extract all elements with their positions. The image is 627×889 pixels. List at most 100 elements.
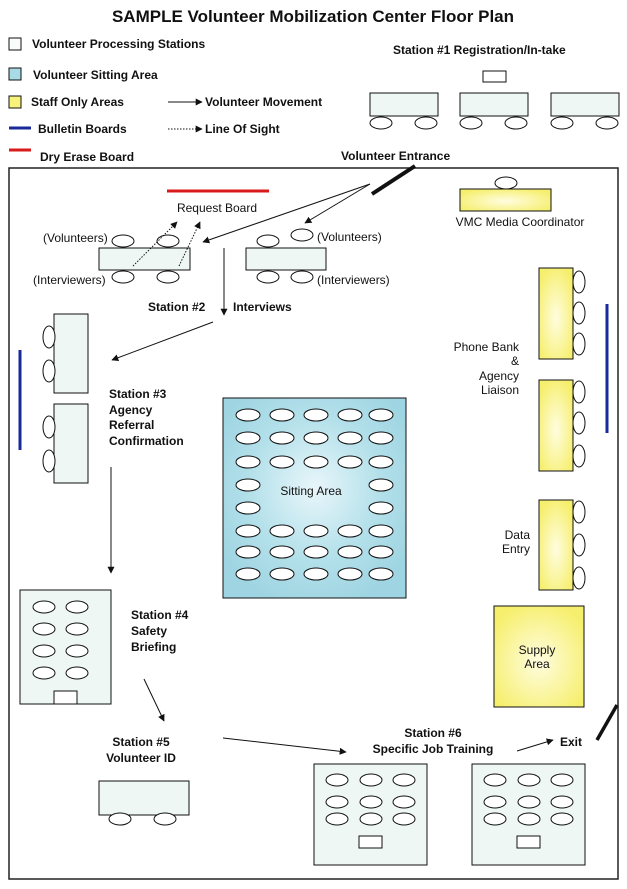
phone-bank-label-4: Liaison xyxy=(481,383,519,397)
chair xyxy=(572,301,586,325)
chair xyxy=(368,478,394,492)
chair xyxy=(303,431,329,445)
legend-staff-swatch xyxy=(8,95,22,109)
station-3-label-3: Referral xyxy=(109,418,154,432)
chair xyxy=(337,431,363,445)
station-4-label-3: Briefing xyxy=(131,640,176,654)
chair xyxy=(572,566,586,590)
chair xyxy=(269,431,295,445)
chair xyxy=(42,359,56,383)
room-outline xyxy=(8,167,619,880)
chair xyxy=(483,795,507,809)
chair xyxy=(572,270,586,294)
supply-area-box xyxy=(493,605,585,708)
chair xyxy=(325,812,349,826)
chair xyxy=(269,567,295,581)
chair xyxy=(392,795,416,809)
chair xyxy=(550,773,574,787)
legend-movement-label: Volunteer Movement xyxy=(205,95,322,109)
station-3-desk-2 xyxy=(53,403,89,484)
chair xyxy=(337,567,363,581)
chair xyxy=(359,812,383,826)
chair xyxy=(368,524,394,538)
station-4-desk xyxy=(53,690,78,705)
chair xyxy=(65,644,89,658)
chair xyxy=(368,545,394,559)
station-3: Station #3 Agency Referral Confirmation xyxy=(18,313,184,484)
station-3-label-4: Confirmation xyxy=(109,434,184,448)
chair xyxy=(303,455,329,469)
chair xyxy=(392,773,416,787)
interview-table-left xyxy=(98,247,191,271)
chair xyxy=(111,270,135,284)
chair xyxy=(325,773,349,787)
chair xyxy=(337,524,363,538)
chair xyxy=(459,116,483,130)
station-5-table xyxy=(98,780,190,816)
station-6-desk-1 xyxy=(358,835,383,849)
interviewers-label-right: (Interviewers) xyxy=(317,273,390,287)
sitting-area-box xyxy=(222,397,407,599)
station-4-label-1: Station #4 xyxy=(131,608,189,622)
chair xyxy=(42,449,56,473)
station-1-label: Station #1 Registration/In-take xyxy=(393,43,566,57)
volunteers-label-left: (Volunteers) xyxy=(43,231,108,245)
chair xyxy=(65,666,89,680)
station-4-label-2: Safety xyxy=(131,624,167,638)
chair xyxy=(550,795,574,809)
legend: Volunteer Processing Stations Volunteer … xyxy=(8,37,322,164)
phone-bank-desk-1 xyxy=(538,267,574,360)
chair xyxy=(368,431,394,445)
station-6: Station #6 Specific Job Training xyxy=(313,726,586,866)
chair xyxy=(156,234,180,248)
chair xyxy=(235,524,261,538)
chair xyxy=(337,408,363,422)
phone-bank-label-3: Agency xyxy=(479,369,519,383)
legend-dry-erase-label: Dry Erase Board xyxy=(40,150,134,164)
legend-processing-label: Volunteer Processing Stations xyxy=(32,37,205,51)
chair xyxy=(111,234,135,248)
station-1-desk xyxy=(482,70,507,83)
sitting-area-label: Sitting Area xyxy=(280,484,342,498)
legend-staff-label: Staff Only Areas xyxy=(31,95,124,109)
registration-table xyxy=(550,92,620,117)
chair xyxy=(235,408,261,422)
chair xyxy=(269,545,295,559)
chair xyxy=(65,622,89,636)
page-title: SAMPLE Volunteer Mobilization Center Flo… xyxy=(112,7,514,26)
arrow-to-station3 xyxy=(111,321,214,362)
chair xyxy=(269,408,295,422)
chair xyxy=(235,431,261,445)
phone-bank: Phone Bank & Agency Liaison xyxy=(454,267,609,472)
exit-label: Exit xyxy=(560,735,582,749)
chair xyxy=(65,600,89,614)
chair xyxy=(572,444,586,468)
station-5-label-1: Station #5 xyxy=(112,735,170,749)
chair xyxy=(572,332,586,356)
arrow-to-station6 xyxy=(222,737,347,755)
chair xyxy=(153,812,177,826)
chair xyxy=(42,325,56,349)
chair xyxy=(572,500,586,524)
chair xyxy=(235,455,261,469)
chair xyxy=(369,116,393,130)
request-board-label: Request Board xyxy=(177,201,257,215)
chair xyxy=(359,795,383,809)
chair xyxy=(572,411,586,435)
station-3-desk-1 xyxy=(53,313,89,394)
registration-table xyxy=(369,92,439,117)
chair xyxy=(504,116,528,130)
chair xyxy=(392,812,416,826)
chair xyxy=(483,773,507,787)
chair xyxy=(572,533,586,557)
station-3-label-1: Station #3 xyxy=(109,387,167,401)
legend-sight-label: Line Of Sight xyxy=(205,122,280,136)
chair xyxy=(337,455,363,469)
arrow-to-exit xyxy=(516,738,554,752)
chair xyxy=(572,380,586,404)
data-entry-desk xyxy=(538,499,574,591)
chair xyxy=(368,567,394,581)
chair xyxy=(32,600,56,614)
station-5-label-2: Volunteer ID xyxy=(106,751,176,765)
